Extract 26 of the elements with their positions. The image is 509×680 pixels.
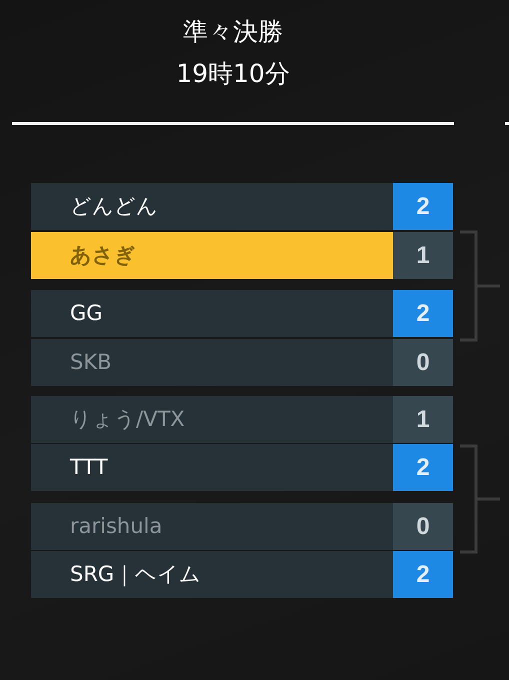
player-name: りょう/VTX: [70, 406, 185, 433]
score-cell: 2: [393, 551, 453, 598]
score-cell: 2: [393, 183, 453, 230]
player-row: [31, 444, 453, 491]
player-row: [31, 290, 453, 337]
score-cell: 1: [393, 396, 453, 443]
heading: 準々決勝: [182, 16, 284, 48]
score-cell: 0: [393, 503, 453, 550]
player-name: TTT: [70, 454, 108, 481]
score-cell: 1: [393, 232, 453, 279]
score-cell: 2: [393, 290, 453, 337]
player-name: どんどん: [70, 193, 158, 220]
start-time: 19時10分: [175, 58, 291, 90]
player-name: SRG｜ヘイム: [70, 561, 202, 588]
player-name: rarishula: [70, 513, 162, 540]
score-cell: 0: [393, 339, 453, 386]
player-name: あさぎ: [70, 242, 136, 269]
player-row: [31, 339, 453, 386]
player-row: [31, 232, 453, 279]
score-cell: 2: [393, 444, 453, 491]
player-name: GG: [70, 300, 103, 327]
player-row: [31, 183, 453, 230]
player-row: [31, 551, 453, 598]
player-row: [31, 503, 453, 550]
player-name: SKB: [70, 349, 112, 376]
player-row: [31, 396, 453, 443]
